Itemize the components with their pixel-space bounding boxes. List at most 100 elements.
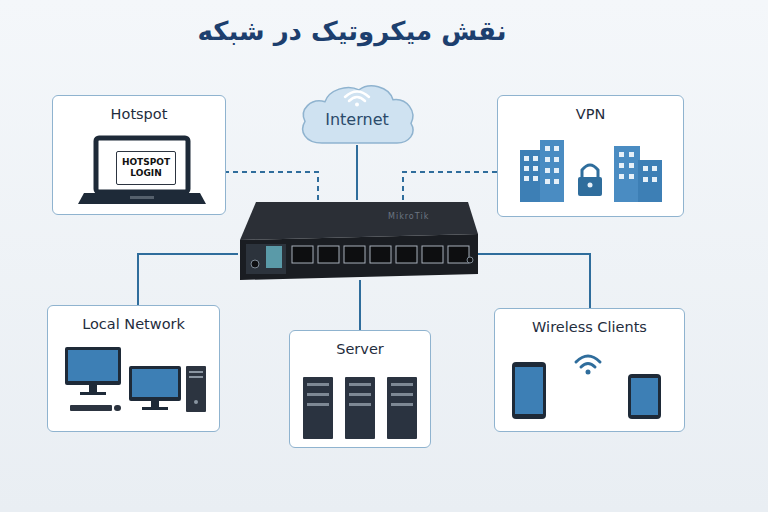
computer-icon <box>129 366 181 401</box>
tablet-icon <box>631 378 658 415</box>
server-icon <box>307 403 329 406</box>
local-network-box: Local Network <box>47 305 220 432</box>
computer-icon <box>114 405 121 411</box>
smartphone-icon <box>512 362 546 419</box>
building-icon <box>619 174 624 179</box>
wifi-icon <box>345 92 369 98</box>
computer-icon <box>68 350 118 381</box>
building-icon <box>652 177 657 182</box>
computer-icon <box>65 347 121 385</box>
computer-icon <box>189 376 203 378</box>
router-shape <box>240 234 478 280</box>
wireless-box: Wireless Clients <box>494 308 685 432</box>
connector-line <box>403 172 497 200</box>
server-icon <box>391 403 413 406</box>
node-label: VPN <box>498 106 683 122</box>
server-icon <box>303 377 333 439</box>
building-icon <box>643 177 648 182</box>
node-label: Local Network <box>48 316 219 332</box>
laptop-icon <box>130 196 154 199</box>
wifi-icon <box>581 364 595 368</box>
building-icon <box>533 176 538 181</box>
internet-cloud: Internet <box>297 82 417 145</box>
wifi-icon <box>349 97 365 101</box>
building-icon <box>520 150 542 202</box>
hotspot-box: HotspotHOTSPOT LOGIN <box>52 95 226 215</box>
connector-line <box>226 172 318 200</box>
server-icon <box>387 377 417 439</box>
vpn-box: VPN <box>497 95 684 217</box>
building-icon <box>524 176 529 181</box>
building-icon <box>524 156 529 161</box>
wifi-icon <box>355 103 359 107</box>
wifi-icon <box>576 356 600 375</box>
ethernet-port <box>318 246 339 263</box>
laptop-icon <box>78 193 206 204</box>
computer-icon <box>132 369 178 397</box>
node-label: HOTSPOT LOGIN <box>118 157 174 179</box>
router-shape <box>238 200 478 280</box>
server-icon <box>345 377 375 439</box>
server-box: Server <box>289 330 431 448</box>
building-icon <box>540 140 564 202</box>
computer-icon <box>70 405 112 411</box>
server-icon <box>303 377 417 439</box>
node-label: Internet <box>297 110 417 129</box>
padlock-icon <box>578 177 602 196</box>
connector-line <box>359 280 361 330</box>
building-icon <box>533 156 538 161</box>
router-device: MikroTik <box>238 200 478 280</box>
building-icon <box>554 157 559 162</box>
computer-icon <box>194 400 198 404</box>
building-icon <box>652 166 657 171</box>
building-icon <box>629 163 634 168</box>
computer-icon <box>151 401 159 407</box>
building-icon <box>614 146 662 202</box>
ethernet-port <box>292 246 313 263</box>
tablet-icon <box>628 374 661 419</box>
padlock-icon <box>582 165 598 178</box>
computer-icon <box>80 392 106 395</box>
building-icon <box>619 163 624 168</box>
padlock-icon <box>578 165 602 196</box>
building-icon <box>520 140 564 202</box>
server-icon <box>349 403 371 406</box>
node-label: Server <box>290 341 430 357</box>
router-panel <box>266 246 282 268</box>
ethernet-port <box>422 246 443 263</box>
connector-line <box>138 254 238 305</box>
padlock-icon <box>588 183 593 188</box>
building-icon <box>554 168 559 173</box>
router-shape <box>240 202 478 240</box>
wifi-icon <box>345 92 369 107</box>
login-screen: HOTSPOT LOGIN <box>116 151 176 185</box>
building-icon <box>554 146 559 151</box>
building-icon <box>545 168 550 173</box>
building-icon <box>638 160 662 202</box>
building-icon <box>619 152 624 157</box>
smartphone-icon <box>515 367 543 414</box>
computer-icon <box>65 347 206 412</box>
tablet-icon <box>628 374 661 419</box>
laptop-icon <box>96 138 188 192</box>
router-button <box>467 257 473 263</box>
wifi-icon <box>586 370 591 375</box>
ethernet-port <box>370 246 391 263</box>
building-icon <box>629 174 634 179</box>
server-icon <box>307 393 329 396</box>
computer-icon <box>189 371 203 373</box>
router-panel <box>246 244 286 274</box>
ethernet-port <box>344 246 365 263</box>
building-icon <box>545 157 550 162</box>
wifi-icon <box>576 356 600 362</box>
building-icon <box>554 179 559 184</box>
computer-icon <box>186 366 206 412</box>
connector-line <box>478 254 590 308</box>
server-icon <box>307 383 329 386</box>
ethernet-port <box>396 246 417 263</box>
node-label: Wireless Clients <box>495 319 684 335</box>
router-button <box>251 260 259 268</box>
diagram-title: نقش میکروتیک در شبکه <box>0 16 704 46</box>
